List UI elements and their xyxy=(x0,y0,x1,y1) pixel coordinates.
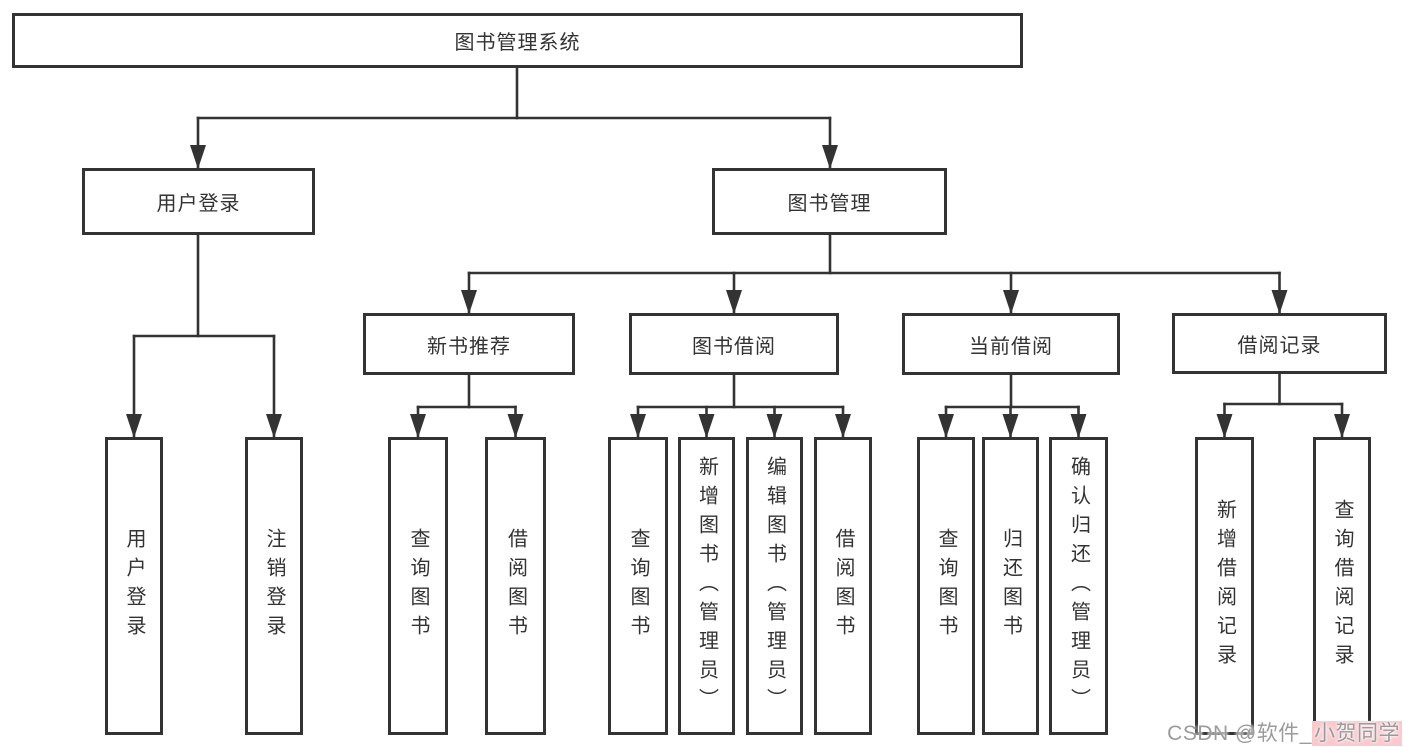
node-logout-leaf: 注销登录 xyxy=(245,437,303,735)
node-user-login-leaf: 用户登录 xyxy=(105,437,163,735)
node-new-book-recommendation: 新书推荐 xyxy=(363,313,575,375)
node-add-books-admin: 新增图书（管理员） xyxy=(678,437,735,735)
watermark: CSDN @软件_小贺同学 xyxy=(1167,717,1402,747)
node-return-books: 归还图书 xyxy=(982,437,1039,735)
node-label: 注销登录 xyxy=(263,528,285,644)
node-label: 查询借阅记录 xyxy=(1331,499,1353,673)
node-label: 查询图书 xyxy=(407,528,429,644)
node-borrow-books-2: 借阅图书 xyxy=(814,437,872,735)
node-borrowing-records: 借阅记录 xyxy=(1172,313,1387,374)
node-library-management-system: 图书管理系统 xyxy=(12,13,1023,68)
node-label: 新书推荐 xyxy=(427,335,511,358)
connector-paths xyxy=(126,66,1350,439)
node-label: 借阅记录 xyxy=(1237,335,1322,357)
node-label: 归还图书 xyxy=(999,528,1022,644)
node-query-borrow-record: 查询借阅记录 xyxy=(1313,437,1371,735)
node-label: 图书管理系统 xyxy=(454,32,581,54)
node-label: 用户登录 xyxy=(123,528,145,644)
watermark-text: CSDN @软件_ xyxy=(1167,722,1312,745)
node-label: 借阅图书 xyxy=(504,528,527,644)
node-query-books-1: 查询图书 xyxy=(388,437,448,735)
node-query-books-2: 查询图书 xyxy=(608,437,668,735)
node-label: 借阅图书 xyxy=(832,528,854,644)
node-label: 图书借阅 xyxy=(692,335,776,358)
node-borrow-books-1: 借阅图书 xyxy=(485,437,546,735)
node-label: 新增图书（管理员） xyxy=(695,455,718,717)
node-label: 用户登录 xyxy=(156,193,241,215)
node-label: 当前借阅 xyxy=(969,335,1053,358)
node-add-borrow-record: 新增借阅记录 xyxy=(1195,437,1254,735)
node-label: 编辑图书（管理员） xyxy=(763,455,786,717)
node-edit-books-admin: 编辑图书（管理员） xyxy=(746,437,803,735)
node-label: 新增借阅记录 xyxy=(1213,499,1236,673)
node-label: 图书管理 xyxy=(787,193,872,215)
node-label: 查询图书 xyxy=(935,528,957,644)
watermark-highlight: 小贺同学 xyxy=(1312,721,1402,746)
node-current-borrowing: 当前借阅 xyxy=(902,313,1120,375)
node-book-borrowing: 图书借阅 xyxy=(629,313,839,375)
node-confirm-return-admin: 确认归还（管理员） xyxy=(1049,437,1108,735)
node-label: 确认归还（管理员） xyxy=(1067,455,1090,717)
node-book-management: 图书管理 xyxy=(712,168,947,235)
node-query-books-3: 查询图书 xyxy=(917,437,975,735)
node-user-login: 用户登录 xyxy=(82,168,315,235)
node-label: 查询图书 xyxy=(627,528,649,644)
